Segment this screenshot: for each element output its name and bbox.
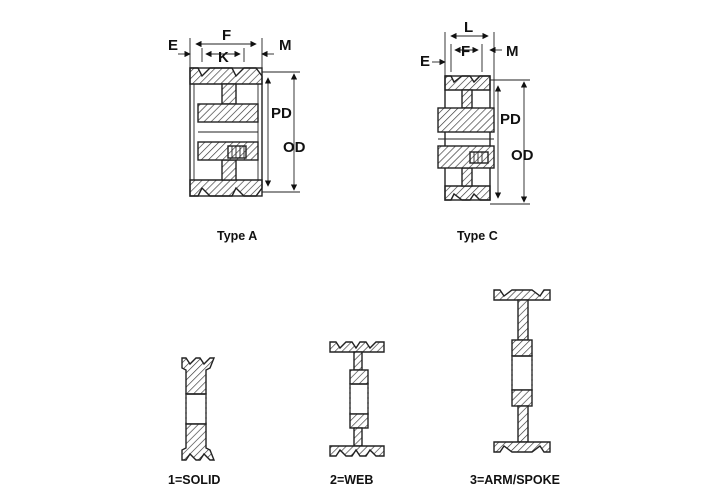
web-bottom-web: [353, 427, 363, 447]
web-bottom-rim: [329, 445, 385, 457]
type-a-web-bottom: [221, 159, 237, 181]
type-c-web-bottom: [461, 167, 473, 187]
type-a-m-label: M: [279, 37, 292, 54]
type-a-web-top: [221, 83, 237, 105]
hub-arm-label: 3=ARM/SPOKE: [470, 473, 560, 487]
type-c-set-screw: [469, 151, 489, 164]
type-c-od-label: OD: [511, 147, 534, 164]
type-c-hub-top: [437, 107, 495, 133]
type-a-set-screw: [227, 145, 247, 159]
type-c-caption: Type C: [457, 229, 498, 243]
web-bore: [349, 383, 369, 415]
arm-bottom-hub: [511, 389, 533, 407]
type-c-e-label: E: [420, 53, 430, 70]
hub-arm-spoke: 3=ARM/SPOKE: [470, 289, 560, 487]
hub-solid: 1=SOLID: [168, 357, 220, 487]
hub-web-label: 2=WEB: [330, 473, 373, 487]
type-c-l-label: L: [464, 19, 473, 36]
type-c-pd-label: PD: [500, 111, 521, 128]
hub-web: 2=WEB: [329, 341, 385, 487]
web-bottom-hub: [349, 413, 369, 429]
type-a-body: [189, 67, 263, 197]
hub-solid-label: 1=SOLID: [168, 473, 220, 487]
arm-bottom-spoke: [517, 405, 529, 443]
type-c-f-label: F: [461, 43, 470, 60]
type-c-body: [444, 75, 491, 201]
arm-top-rim: [493, 289, 551, 301]
type-a-e-label: E: [168, 37, 178, 54]
arm-top-spoke: [517, 299, 529, 341]
web-top-hub: [349, 369, 369, 385]
arm-bottom-rim: [493, 441, 551, 453]
type-a-rim-bottom: [189, 179, 263, 197]
arm-top-hub: [511, 339, 533, 357]
type-a-od-label: OD: [283, 139, 306, 156]
solid-bore: [185, 393, 207, 425]
web-top-web: [353, 351, 363, 371]
type-c-rim-top: [444, 75, 491, 91]
type-c-sheave: L E F M PD OD Type C: [420, 19, 534, 243]
type-a-k-label: K: [218, 49, 229, 66]
web-top-rim: [329, 341, 385, 353]
arm-bore: [511, 355, 533, 391]
type-c-rim-bottom: [444, 185, 491, 201]
solid-bottom-section: [181, 423, 216, 461]
type-a-sheave: F E K M PD OD Type A: [168, 27, 306, 243]
type-c-hub-bottom: [437, 145, 495, 169]
solid-top-section: [181, 357, 216, 395]
type-c-m-label: M: [506, 43, 519, 60]
type-a-f-label: F: [222, 27, 231, 44]
type-a-pd-label: PD: [271, 105, 292, 122]
type-a-hub-top: [197, 103, 259, 123]
type-a-rim-top: [189, 67, 263, 85]
type-a-caption: Type A: [217, 229, 257, 243]
type-c-web-top: [461, 89, 473, 109]
